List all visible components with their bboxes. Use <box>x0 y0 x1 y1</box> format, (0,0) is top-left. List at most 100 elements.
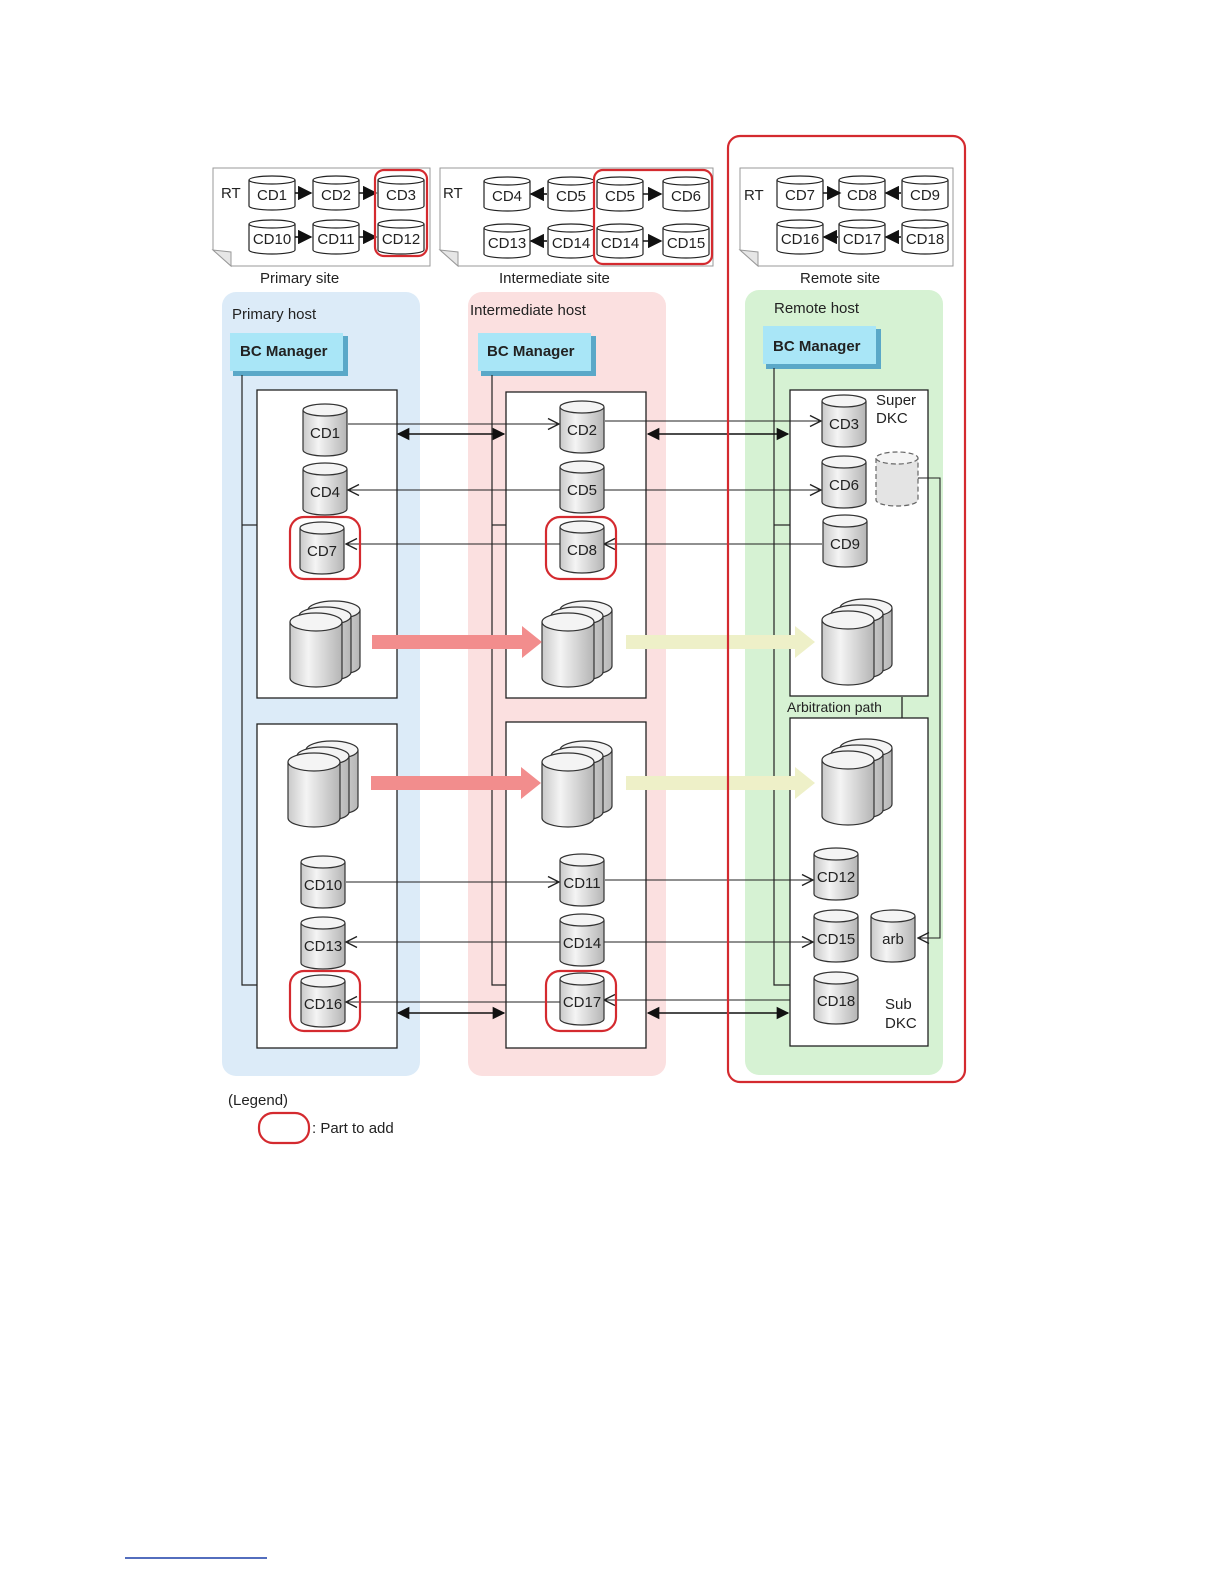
highlight-cd17 <box>544 969 618 1033</box>
site-intermediate-row1-volume-4-label: CD6 <box>671 188 701 205</box>
volume-intermediate-6: CD17 <box>559 972 605 1026</box>
svg-text:BC Manager: BC Manager <box>773 338 861 355</box>
site-intermediate-row2-volume-2-label: CD14 <box>552 235 590 252</box>
svg-text:RT: RT <box>744 187 764 204</box>
volume-remote-2-label: CD6 <box>829 477 859 494</box>
sync-arrow-lower <box>371 767 541 799</box>
intermediate-host-label: Intermediate host <box>470 302 587 319</box>
site-remote-row2-volume-3: CD18 <box>901 219 949 255</box>
volume-primary-4-label: CD10 <box>304 877 342 894</box>
site-remote-row1-volume-3-label: CD9 <box>910 187 940 204</box>
site-remote-row2-volume-1-label: CD16 <box>781 231 819 248</box>
site-intermediate-row1-volume-2-label: CD5 <box>556 188 586 205</box>
primary-journal-stack-upper <box>289 600 361 688</box>
volume-remote-1-label: CD3 <box>829 416 859 433</box>
intermediate-bc-manager: BC Manager <box>478 333 596 376</box>
volume-primary-1-label: CD1 <box>310 425 340 442</box>
svg-text:: Part to add: : Part to add <box>312 1120 394 1137</box>
volume-remote-2: CD6 <box>821 455 867 509</box>
svg-text:RT: RT <box>221 185 241 202</box>
volume-primary-2-label: CD4 <box>310 484 340 501</box>
volume-remote-7-label: CD18 <box>817 993 855 1010</box>
site-intermediate-row2-volume-1-label: CD13 <box>488 235 526 252</box>
volume-remote-4: CD12 <box>813 847 859 901</box>
primary-journal-stack-lower <box>287 740 359 828</box>
volume-primary-3: CD7 <box>299 521 345 575</box>
svg-text:Primary site: Primary site <box>260 270 339 287</box>
highlight-cd8 <box>544 515 618 581</box>
part-to-add-highlights <box>288 134 967 1084</box>
site-intermediate-row2-volume-1: CD13 <box>483 223 531 259</box>
volume-intermediate-6-label: CD17 <box>563 994 601 1011</box>
volume-intermediate-1: CD2 <box>559 400 605 454</box>
site-intermediate-row1-volume-3: CD5 <box>596 176 644 212</box>
volume-intermediate-5: CD14 <box>559 913 605 967</box>
site-primary-row2-volume-3-label: CD12 <box>382 231 420 248</box>
svg-text:RT: RT <box>443 185 463 202</box>
site-primary-row1-volume-1-label: CD1 <box>257 187 287 204</box>
highlight-cd16 <box>288 969 362 1033</box>
volume-remote-6-label: arb <box>882 931 904 948</box>
site-intermediate-row1-volume-3-label: CD5 <box>605 188 635 205</box>
volume-intermediate-3-label: CD8 <box>567 542 597 559</box>
volume-intermediate-5-label: CD14 <box>563 935 601 952</box>
legend: (Legend) : Part to add <box>228 1092 394 1145</box>
journal-stacks <box>287 598 893 828</box>
site-primary-row1-volume-3: CD3 <box>377 175 425 211</box>
volume-primary-6: CD16 <box>300 974 346 1028</box>
highlight-primary-cd3-cd12 <box>373 168 429 258</box>
site-intermediate-row2-volume-4-label: CD15 <box>667 235 705 252</box>
inter-storage-links <box>396 427 790 1020</box>
volume-remote-1: CD3 <box>821 394 867 448</box>
volume-intermediate-1-label: CD2 <box>567 422 597 439</box>
site-remote-row2-volume-2-label: CD17 <box>843 231 881 248</box>
svg-text:Remote site: Remote site <box>800 270 880 287</box>
site-primary-row2-volume-2: CD11 <box>312 219 360 255</box>
site-intermediate-row2-volume-4: CD15 <box>662 223 710 259</box>
remote-host-label: Remote host <box>774 300 860 317</box>
volume-primary-5-label: CD13 <box>304 938 342 955</box>
remote-bc-manager: BC Manager <box>763 326 881 369</box>
intermediate-journal-stack-lower <box>541 740 613 828</box>
site-remote-row1-volume-3: CD9 <box>901 175 949 211</box>
volume-remote-4-label: CD12 <box>817 869 855 886</box>
async-arrow-lower <box>626 767 815 799</box>
legend-part-to-add-icon <box>257 1111 311 1145</box>
intermediate-journal-stack-upper <box>541 600 613 688</box>
site-remote-row2-volume-2: CD17 <box>838 219 886 255</box>
volume-remote-6: arb <box>870 909 916 963</box>
site-intermediate-row2-volume-3-label: CD14 <box>601 235 639 252</box>
remote-journal-stack-upper <box>821 598 893 686</box>
volume-primary-4: CD10 <box>300 855 346 909</box>
site-remote-row2-volume-1: CD16 <box>776 219 824 255</box>
volume-remote-3-label: CD9 <box>830 536 860 553</box>
volume-primary-1: CD1 <box>302 403 348 457</box>
site-remote-row2-volume-3-label: CD18 <box>906 231 944 248</box>
sub-dkc-label-2: DKC <box>885 1015 917 1032</box>
site-intermediate-row1-volume-4: CD6 <box>662 176 710 212</box>
site-remote-row1-volume-2-label: CD8 <box>847 187 877 204</box>
site-intermediate-row1-volume-2: CD5 <box>547 176 595 212</box>
site-primary-row2-volume-1: CD10 <box>248 219 296 255</box>
super-dkc-label-2: DKC <box>876 410 908 427</box>
highlight-cd7 <box>288 515 362 581</box>
site-primary-row2-volume-2-label: CD11 <box>317 231 354 248</box>
svg-text:BC Manager: BC Manager <box>240 343 328 360</box>
host-connection-lines <box>241 368 790 986</box>
volume-remote-5-label: CD15 <box>817 931 855 948</box>
volume-intermediate-2-label: CD5 <box>567 482 597 499</box>
site-cylinders: CD1CD10CD2CD11CD3CD12CD4CD13CD5CD14CD5CD… <box>248 175 949 259</box>
volume-intermediate-3: CD8 <box>559 520 605 574</box>
site-primary-row1-volume-2: CD2 <box>312 175 360 211</box>
volume-primary-3-label: CD7 <box>307 543 337 560</box>
volume-remote-7: CD18 <box>813 971 859 1025</box>
site-remote-row1-volume-2: CD8 <box>838 175 886 211</box>
highlight-intermediate-cd5-cd15 <box>592 168 714 266</box>
volume-remote-3: CD9 <box>822 514 868 568</box>
primary-bc-manager: BC Manager <box>230 333 348 376</box>
site-arrows <box>295 185 901 249</box>
volume-primary-6-label: CD16 <box>304 996 342 1013</box>
arbitration-path: Arbitration path <box>787 477 941 938</box>
site-primary-row1-volume-1: CD1 <box>248 175 296 211</box>
